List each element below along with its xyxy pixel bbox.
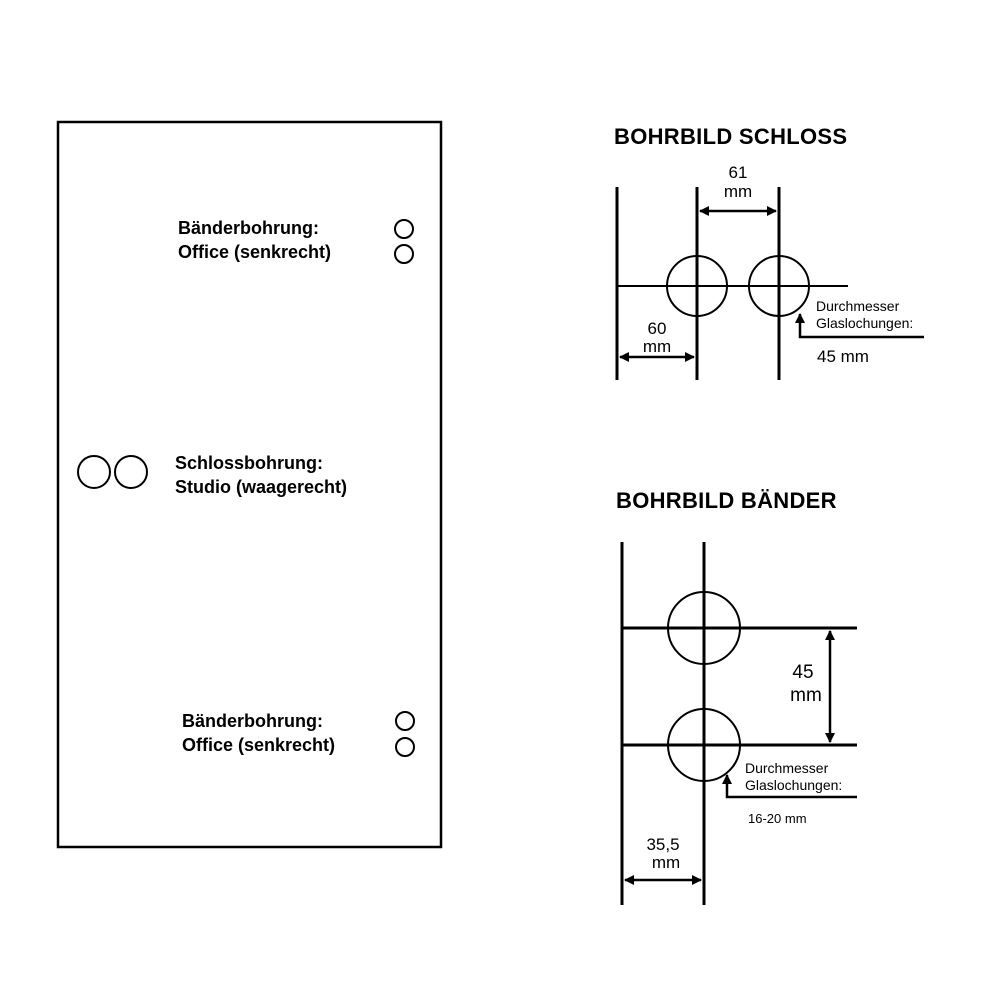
- diameter-label-2: Glaslochungen:: [816, 315, 913, 331]
- hinge-drill-hole: [667, 708, 741, 782]
- diameter-label-1: Durchmesser: [745, 760, 829, 776]
- lock-hole: [77, 455, 111, 489]
- baender-title: BOHRBILD BÄNDER: [616, 488, 837, 513]
- dim-edge-unit: mm: [652, 853, 680, 872]
- dim-edge-value: 60: [648, 319, 667, 338]
- lock-holes: [77, 455, 148, 489]
- hinge-top-label-2: Office (senkrecht): [178, 242, 331, 262]
- diameter-label-1: Durchmesser: [816, 298, 900, 314]
- diameter-value: 16-20 mm: [748, 811, 807, 826]
- dim-edge-unit: mm: [643, 337, 671, 356]
- hinge-holes-bottom: [395, 711, 415, 757]
- hinge-drill-hole: [667, 591, 741, 665]
- dim-spacing-value: 45: [792, 662, 813, 683]
- lock-label-2: Studio (waagerecht): [175, 477, 347, 497]
- dim-spacing-unit: mm: [790, 685, 822, 706]
- diameter-leader: [795, 313, 924, 339]
- dim-spacing-unit: mm: [724, 182, 752, 201]
- schloss-title: BOHRBILD SCHLOSS: [614, 124, 847, 149]
- hinge-bottom-label-1: Bänderbohrung:: [182, 711, 323, 731]
- lock-label-1: Schlossbohrung:: [175, 453, 323, 473]
- hinge-hole: [395, 737, 415, 757]
- dim-spacing-value: 61: [729, 163, 748, 182]
- hinge-hole: [395, 711, 415, 731]
- hinge-hole: [394, 219, 414, 239]
- hinge-hole: [394, 244, 414, 264]
- door-outline: [56, 120, 443, 849]
- hinge-bottom-label-2: Office (senkrecht): [182, 735, 335, 755]
- lock-drill-hole: [748, 255, 810, 317]
- hinge-top-label-1: Bänderbohrung:: [178, 218, 319, 238]
- lock-hole: [114, 455, 148, 489]
- baender-drawing: BOHRBILD BÄNDER 45 mm 35,5 mm Durchmesse…: [616, 488, 857, 905]
- dim-edge-value: 35,5: [646, 835, 679, 854]
- schloss-drawing: BOHRBILD SCHLOSS 61 mm 60 mm Durchmesser…: [614, 124, 924, 380]
- door-panel: Bänderbohrung: Office (senkrecht) Schlos…: [56, 120, 443, 849]
- diameter-leader: [722, 774, 857, 799]
- lock-drill-hole: [666, 255, 728, 317]
- diameter-label-2: Glaslochungen:: [745, 777, 842, 793]
- hinge-holes-top: [394, 219, 414, 264]
- diameter-value: 45 mm: [817, 347, 869, 366]
